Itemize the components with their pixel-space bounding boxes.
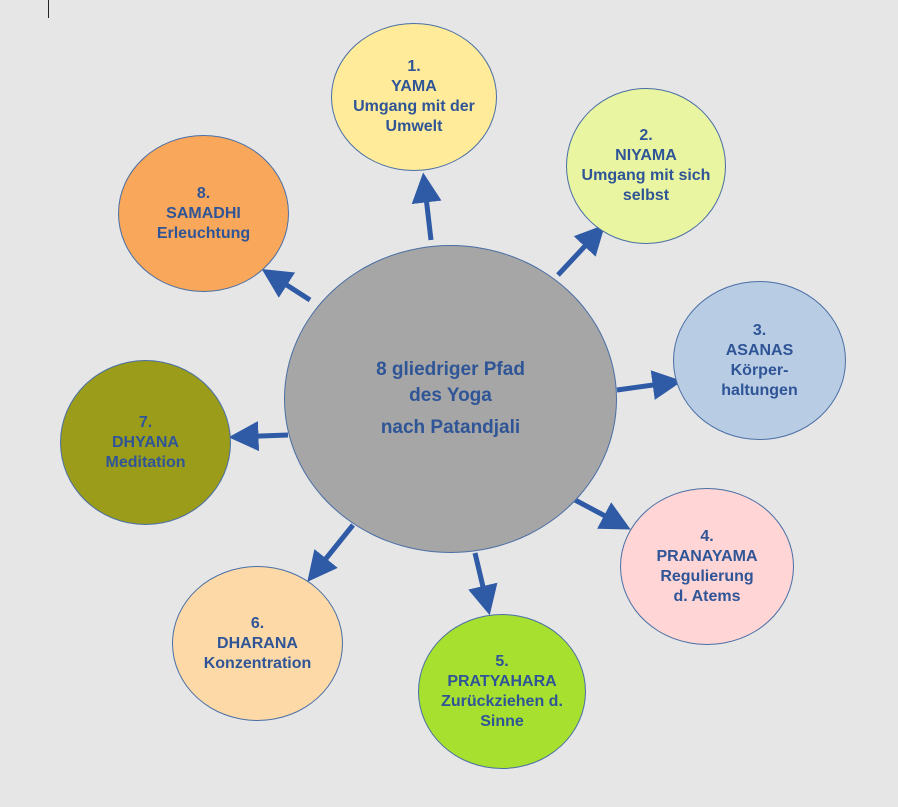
limb-description-line1: Zurückziehen d. [441,692,563,710]
limb-number: 1. [407,58,421,75]
arrow-to-pranayama [573,497,631,530]
limb-name: PRANAYAMA [656,547,758,565]
limb-number: 5. [495,652,509,670]
limb-asanas-circle: 3. ASANAS Körper- haltungen [673,281,846,440]
limb-description-line2: d. Atems [673,587,741,605]
limb-pratyahara-circle: 5. PRATYAHARA Zurückziehen d. Sinne [418,614,586,769]
center-title-line3: nach Patandjali [380,417,521,438]
limb-description-line1: Konzentration [203,654,312,672]
limb-name: ASANAS [725,341,794,359]
arrow-to-pratyahara [468,552,498,616]
arrow-to-samadhi [261,268,312,303]
limb-pranayama-circle: 4. PRANAYAMA Regulierung d. Atems [620,488,794,645]
text-cursor [48,0,49,18]
limb-number: 3. [752,321,767,339]
limb-description-line2: Sinne [480,712,524,730]
limb-samadhi-circle: 8. SAMADHI Erleuchtung [118,135,289,292]
arrow-to-niyama [556,224,606,277]
limb-number: 4. [700,527,714,545]
limb-name: SAMADHI [166,204,241,222]
limb-description-line2: haltungen [721,381,798,399]
limb-name: DHARANA [217,634,298,652]
center-title-line1: 8 gliedriger Pfad [376,359,525,380]
arrow-to-dharana [307,523,355,582]
arrow-to-dhyana [228,421,289,452]
limb-description-line1: Erleuchtung [156,224,251,242]
limb-number: 8. [196,184,211,202]
arrow-to-yama [411,172,442,241]
limb-number: 7. [138,413,153,431]
limb-description-line1: Körper- [730,361,789,379]
limb-number: 6. [250,614,265,632]
center-circle: 8 gliedriger Pfad des Yoga nach Patandja… [284,245,617,553]
limb-dharana-circle: 6. DHARANA Konzentration [172,566,343,721]
limb-niyama-circle: 2. NIYAMA Umgang mit sich selbst [566,88,726,244]
limb-dhyana-circle: 7. DHYANA Meditation [60,360,231,525]
limb-name: PRATYAHARA [447,672,557,690]
limb-description-line1: Umgang mit der [353,98,475,115]
limb-yama-circle: 1. YAMA Umgang mit der Umwelt [331,23,497,171]
center-title-line2: des Yoga [409,385,492,406]
limb-description-line1: Umgang mit sich [581,167,711,184]
limb-name: DHYANA [112,433,179,451]
limb-description-line1: Meditation [105,453,186,471]
limb-description-line1: Regulierung [660,567,754,585]
limb-description-line2: Umwelt [385,118,443,135]
limb-description-line2: selbst [622,187,670,204]
limb-name: YAMA [391,78,437,95]
limb-name: NIYAMA [615,147,677,164]
limb-number: 2. [639,127,653,144]
arrow-to-asanas [616,370,683,400]
